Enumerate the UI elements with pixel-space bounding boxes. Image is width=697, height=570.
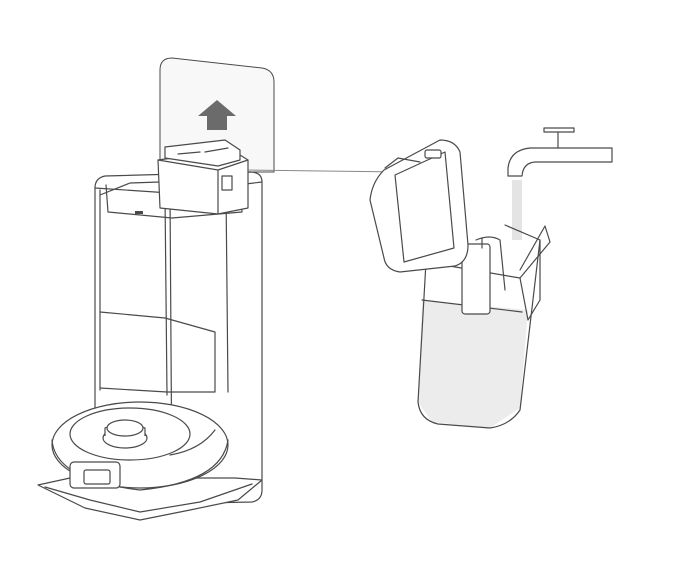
robot-vacuum <box>37 401 263 521</box>
callout-line <box>247 169 399 173</box>
arrow-up-icon <box>198 100 236 130</box>
water-stream <box>512 180 522 240</box>
removed-clean-water-tank <box>369 139 551 429</box>
water-tap <box>507 127 613 240</box>
dock-tanks <box>157 139 249 215</box>
